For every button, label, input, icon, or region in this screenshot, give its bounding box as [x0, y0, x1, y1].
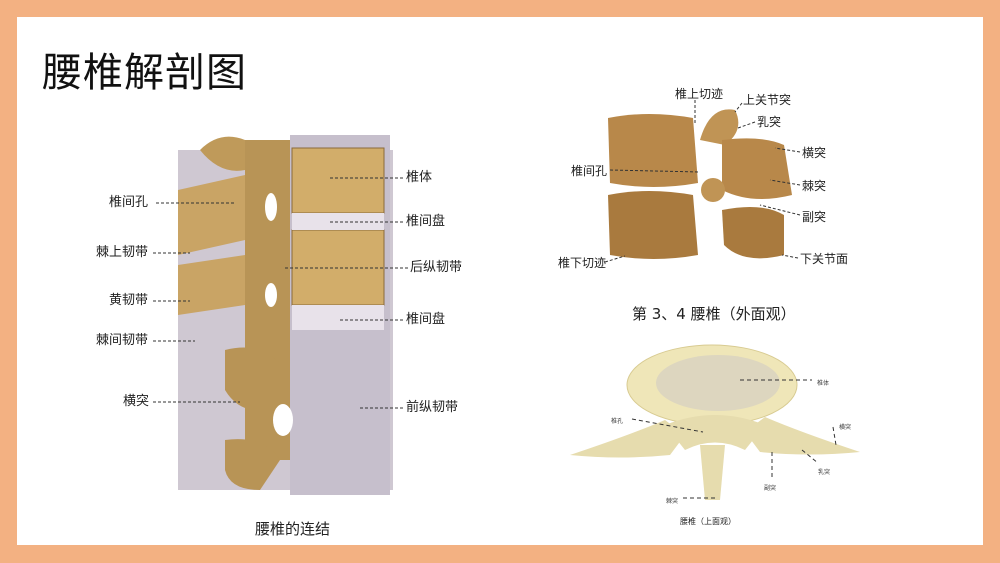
label-superior-notch: 椎上切迹: [675, 87, 724, 101]
label-spinous-process: 棘突: [802, 179, 827, 193]
label-anterior-longitudinal-ligament: 前纵韧带: [406, 400, 459, 415]
label-mammillary-process: 乳突: [818, 469, 831, 476]
label-transverse-process: 横突: [802, 146, 827, 160]
page-title: 腰椎解剖图: [42, 50, 247, 96]
caption-superior: 腰椎（上面观）: [680, 517, 736, 526]
label-accessory-process: 副突: [764, 485, 777, 492]
label-intervertebral-foramen: 椎间孔: [109, 195, 149, 210]
label-mammillary-process: 乳突: [757, 115, 782, 129]
label-accessory-process: 副突: [802, 210, 827, 224]
label-intervertebral-disc-2: 椎间盘: [406, 312, 446, 327]
label-inferior-articular-facet: 下关节面: [800, 252, 849, 266]
label-vertebral-body: 椎体: [406, 170, 433, 185]
label-superior-articular-process: 上关节突: [743, 93, 792, 107]
label-supraspinous-ligament: 棘上韧带: [96, 245, 149, 260]
label-ligamentum-flavum: 黄韧带: [109, 293, 149, 308]
label-transverse-process: 横突: [839, 424, 852, 431]
label-vertebral-body: 椎体: [817, 380, 830, 387]
caption-lateral: 第 3、4 腰椎（外面观）: [632, 305, 796, 323]
label-intervertebral-disc: 椎间盘: [406, 214, 446, 229]
label-transverse-process: 横突: [123, 394, 150, 409]
caption-connections: 腰椎的连结: [255, 520, 331, 538]
label-inferior-notch: 椎下切迹: [558, 256, 607, 270]
label-posterior-longitudinal-ligament: 后纵韧带: [410, 260, 463, 275]
label-vertebral-foramen: 椎孔: [611, 418, 624, 425]
label-intervertebral-foramen: 椎间孔: [571, 164, 608, 178]
label-spinous-process: 棘突: [666, 498, 679, 505]
label-interspinous-ligament: 棘间韧带: [96, 333, 149, 348]
